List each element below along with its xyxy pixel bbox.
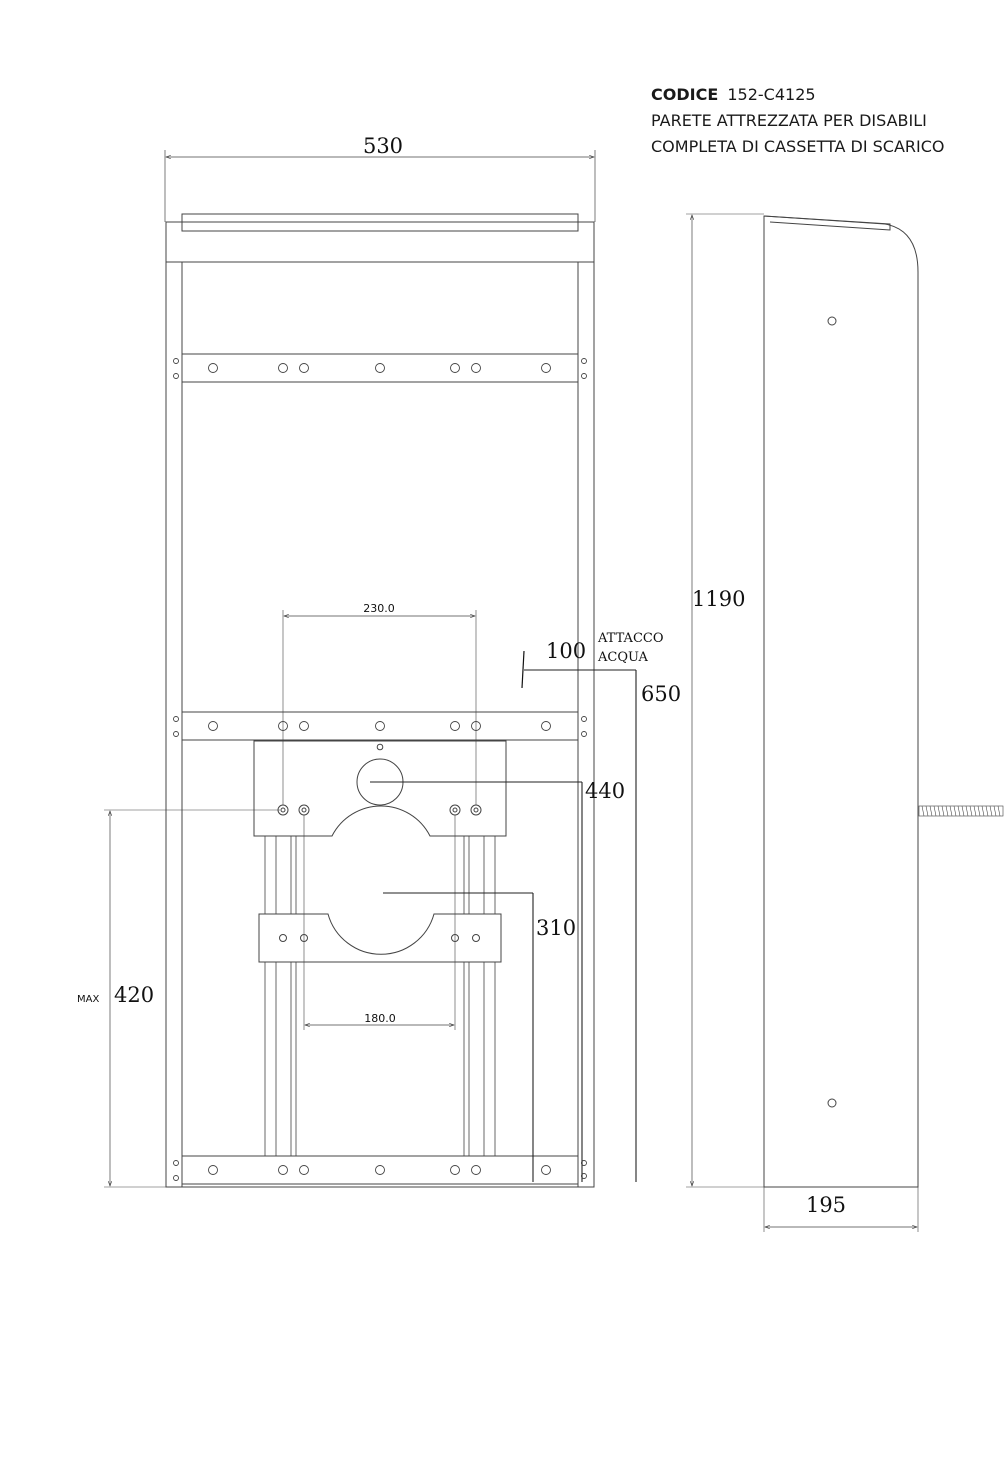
- wc-mounting-plate: [253, 740, 507, 837]
- spacing-230-label: 230.0: [363, 602, 395, 615]
- flex-hose: [918, 805, 1004, 817]
- water-label-1: ATTACCO: [597, 631, 664, 646]
- holes-bar-bottom: [173, 1160, 587, 1181]
- lower-pipe-height-label: 310: [536, 916, 576, 940]
- holes-bar-middle: [173, 716, 587, 737]
- water-offset-label: 100: [546, 639, 586, 663]
- side-depth-label: 195: [806, 1193, 846, 1217]
- threaded-rods: [264, 836, 496, 1156]
- top-cap: [165, 221, 595, 263]
- cross-bar-middle: [181, 711, 579, 741]
- code-line: CODICE 152-C4125: [651, 82, 945, 108]
- cross-bar-top: [181, 353, 579, 383]
- side-view: [686, 213, 1004, 1232]
- upper-pipe-height-label: 440: [585, 779, 625, 803]
- spacing-180-label: 180.0: [364, 1012, 396, 1025]
- code-label: CODICE: [651, 85, 719, 104]
- water-label-2: ACQUA: [597, 650, 649, 665]
- drain-clamp: [258, 913, 502, 963]
- title-line-2: COMPLETA DI CASSETTA DI SCARICO: [651, 137, 945, 156]
- title-line-1: PARETE ATTREZZATA PER DISABILI: [651, 111, 927, 130]
- title-block: CODICE 152-C4125 PARETE ATTREZZATA PER D…: [651, 82, 945, 160]
- code-value: 152-C4125: [727, 85, 816, 104]
- outer-frame: [165, 261, 595, 1188]
- holes-bar-top: [173, 358, 587, 379]
- water-height-label: 650: [641, 682, 681, 706]
- side-height-label: 1190: [692, 587, 745, 611]
- cross-bar-bottom: [181, 1155, 579, 1185]
- top-cap-inner: [181, 213, 579, 232]
- side-profile: [763, 215, 919, 1188]
- max-label: MAX: [77, 994, 99, 1005]
- front-view: [104, 150, 637, 1188]
- max-height-label: 420: [114, 983, 154, 1007]
- width-label: 530: [363, 134, 403, 158]
